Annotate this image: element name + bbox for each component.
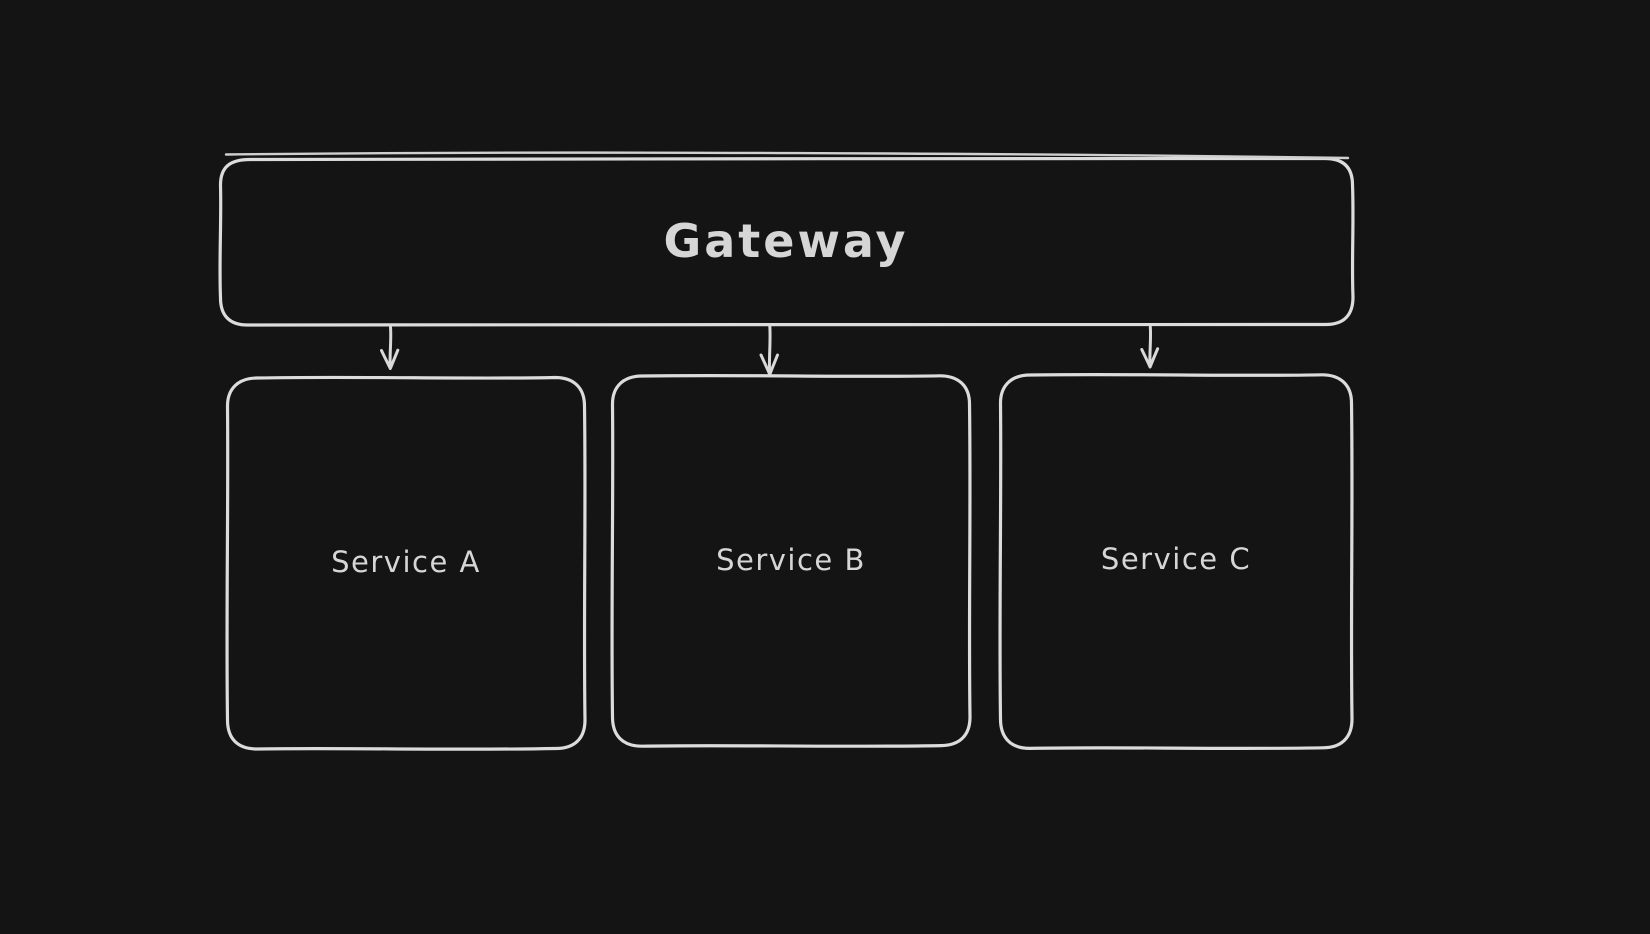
arrow-head-icon [1140, 347, 1160, 369]
node-gateway: Gateway [218, 151, 1355, 327]
service-c-label: Service C [1101, 542, 1251, 576]
gateway-label: Gateway [663, 214, 908, 268]
edge-gateway-service-a [380, 325, 400, 370]
gateway-box-sketch-line [224, 151, 1350, 160]
service-c-box [998, 372, 1354, 750]
node-service-b: Service B [610, 373, 972, 748]
service-a-box [225, 375, 587, 751]
arrow-head-icon [380, 348, 400, 370]
node-service-c: Service C [998, 372, 1354, 750]
arrow-shaft [388, 325, 393, 369]
node-service-a: Service A [225, 375, 587, 751]
service-b-box [610, 373, 972, 748]
service-b-label: Service B [716, 543, 866, 577]
arrow-shaft [1148, 325, 1153, 368]
edge-gateway-service-c [1140, 325, 1160, 369]
gateway-box [218, 156, 1355, 327]
arrow-shaft [767, 324, 772, 376]
service-a-label: Service A [331, 545, 481, 579]
